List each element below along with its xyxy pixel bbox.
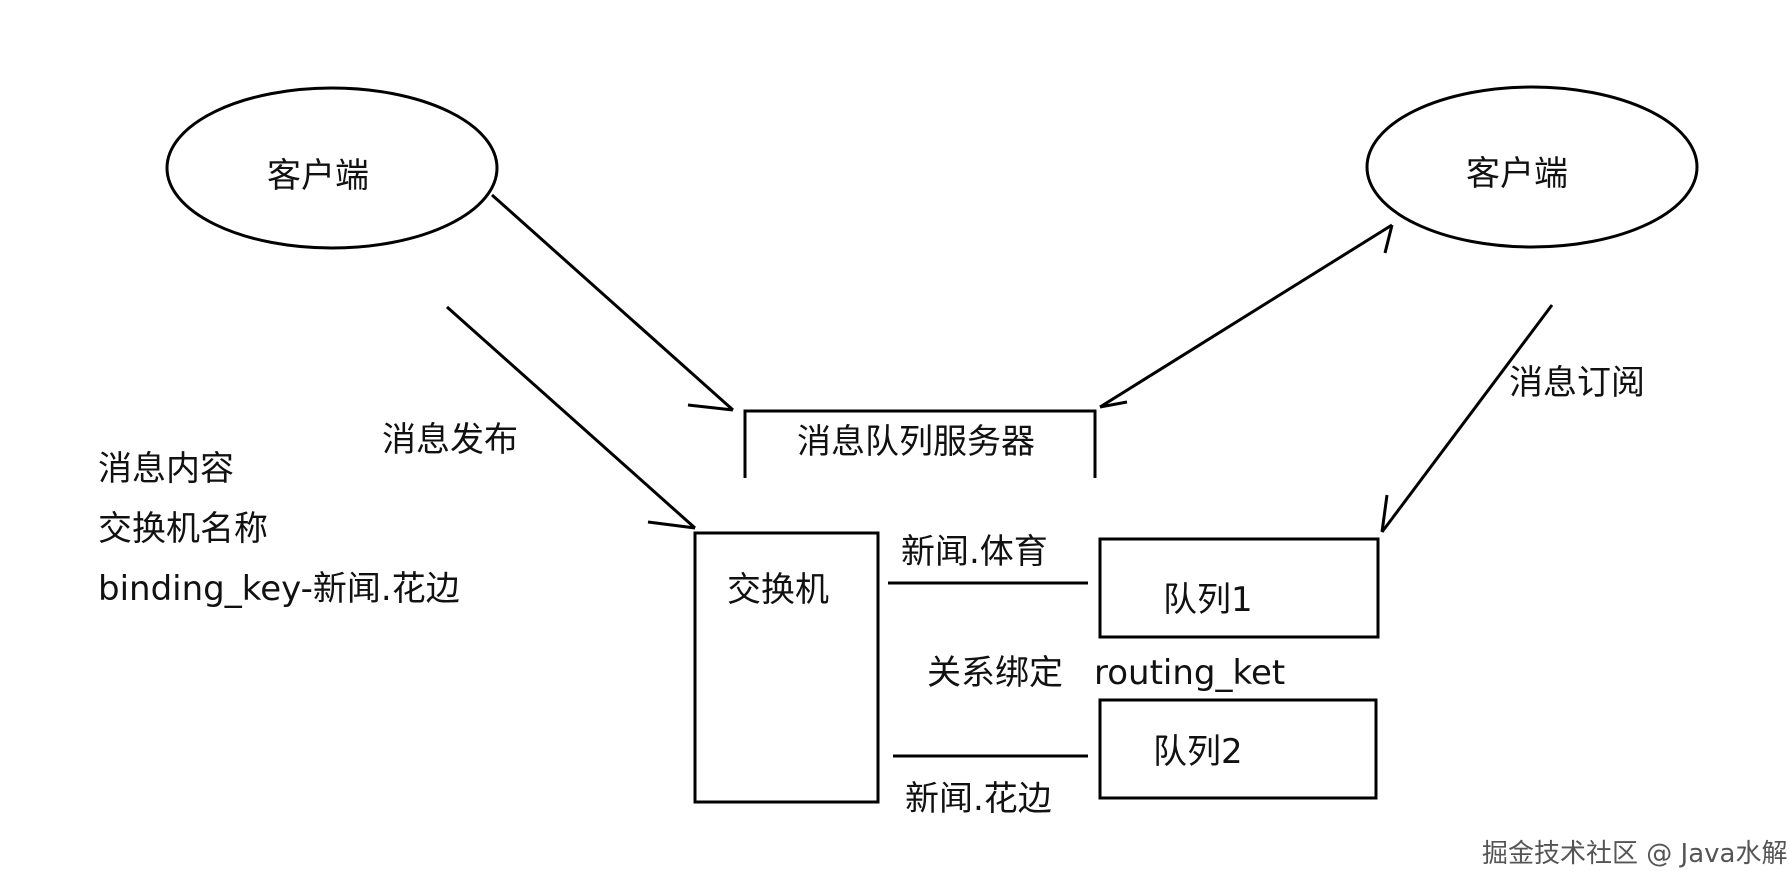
server-to-client-arrow [1099, 223, 1393, 409]
client-right-label: 客户端 [1466, 154, 1568, 194]
server-bracket [743, 409, 1097, 478]
client-to-server-arrowhead [687, 403, 734, 412]
publish-arrowhead [647, 520, 696, 530]
message-info-line-1: 消息内容 [98, 449, 234, 489]
client-right-node [1365, 85, 1699, 249]
exchange-box [693, 531, 880, 804]
queue1-label: 队列1 [1163, 580, 1253, 620]
queue2-box [1098, 698, 1378, 800]
server-to-client-arrowhead-a [1099, 400, 1128, 409]
server-label: 消息队列服务器 [797, 422, 1035, 462]
queue2-label: 队列2 [1153, 732, 1243, 772]
message-info-line-3: binding_key-新闻.花边 [98, 569, 460, 609]
binding-relation-label: 关系绑定 [927, 653, 1063, 693]
routing-key-label: routing_ket [1094, 653, 1286, 693]
publish-label: 消息发布 [382, 420, 518, 460]
subscribe-arrow [1380, 304, 1554, 533]
binding-bottom-label: 新闻.花边 [905, 779, 1052, 819]
message-info-line-2: 交换机名称 [98, 509, 268, 549]
subscribe-arrowhead [1380, 494, 1389, 533]
exchange-label: 交换机 [727, 570, 829, 610]
watermark: 掘金技术社区 @ Java水解 [1482, 839, 1788, 869]
queue1-box [1098, 537, 1380, 639]
publish-arrow [446, 305, 696, 530]
binding-top-label: 新闻.体育 [901, 532, 1048, 572]
client-left-label: 客户端 [267, 156, 369, 196]
subscribe-label: 消息订阅 [1509, 363, 1645, 403]
client-left-node [165, 86, 499, 250]
server-to-client-arrowhead-b [1383, 224, 1394, 254]
client-to-server-arrow [491, 193, 734, 412]
